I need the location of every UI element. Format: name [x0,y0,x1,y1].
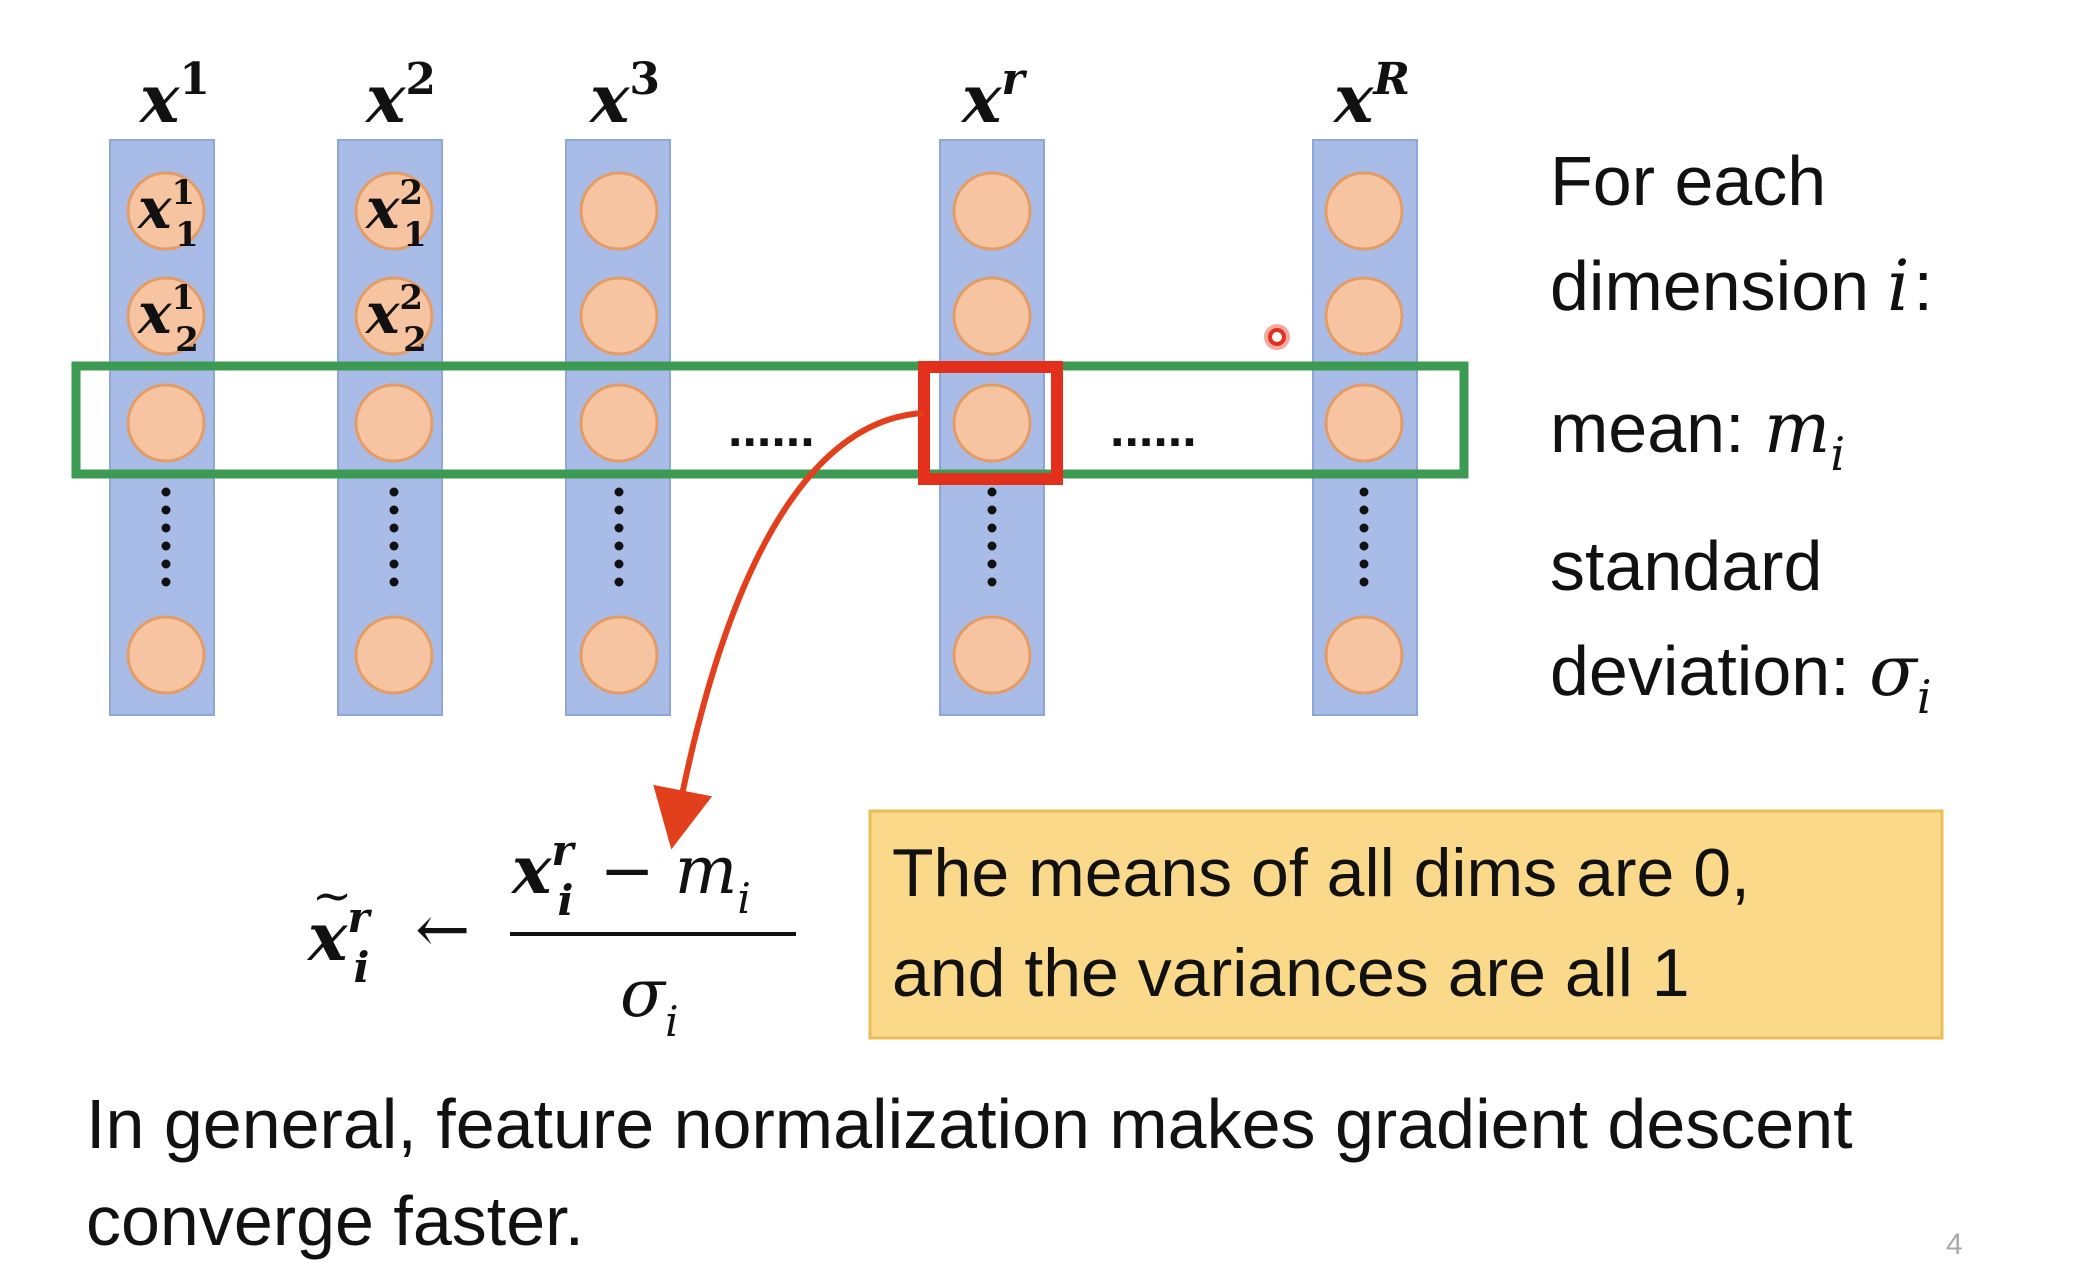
nodes [126,171,1404,695]
node-c1-dn [126,615,206,695]
formula-lhs-accent: ~ [312,868,352,924]
dimension-row-box [71,361,1469,479]
arrow-to-formula [653,410,925,850]
highlight-box [918,361,1063,485]
node-cR-d1 [1324,171,1404,251]
header-col-R: xR [1332,54,1410,138]
header-col-1: x1 [138,54,210,138]
cursor-dot-icon [1264,324,1290,350]
node-cR-d2 [1324,276,1404,356]
ellipsis-right: ...... [1110,400,1197,458]
node-c2-dn [354,615,434,695]
vertical-dots [161,487,1369,595]
header-col-r: xr [960,54,1027,138]
node-cr-di [952,383,1032,463]
node-c1-d1 [126,171,206,251]
panel-line-mean: mean: mi [1550,387,1845,481]
node-c3-d2 [579,276,659,356]
node-cr-d2 [952,276,1032,356]
node-c3-d1 [579,171,659,251]
ellipsis-left: ...... [728,400,815,458]
node-cr-dn [952,615,1032,695]
node-c2-d2 [354,276,434,356]
panel-line-standard: standard [1550,527,1822,605]
node-c1-di [126,383,206,463]
panel-line-deviation: deviation: σi [1550,630,1932,724]
panel-line-for-each: For each [1550,142,1826,220]
header-col-3: x3 [588,54,660,138]
column-headers: x1 x2 x3 xr xR [138,54,1410,138]
note-box: The means of all dims are 0, and the var… [868,809,1944,1040]
node-c3-di [579,383,659,463]
node-c3-dn [579,615,659,695]
node-cR-dn [1324,615,1404,695]
note-line-2: and the variances are all 1 [892,935,1690,1011]
node-c1-d2 [126,276,206,356]
page-number: 4 [1946,1228,1963,1261]
node-cr-d1 [952,171,1032,251]
note-line-1: The means of all dims are 0, [892,835,1750,911]
node-cR-di [1324,383,1404,463]
node-c2-d1 [354,171,434,251]
bottom-text-line-2: converge faster. [86,1182,584,1260]
formula-arrow: ← [415,891,470,968]
note-box-bg [868,809,1944,1040]
formula-denominator: σi [620,955,679,1046]
header-col-2: x2 [364,54,436,138]
node-c2-di [354,383,434,463]
bottom-text-line-1: In general, feature normalization makes … [86,1085,1853,1163]
